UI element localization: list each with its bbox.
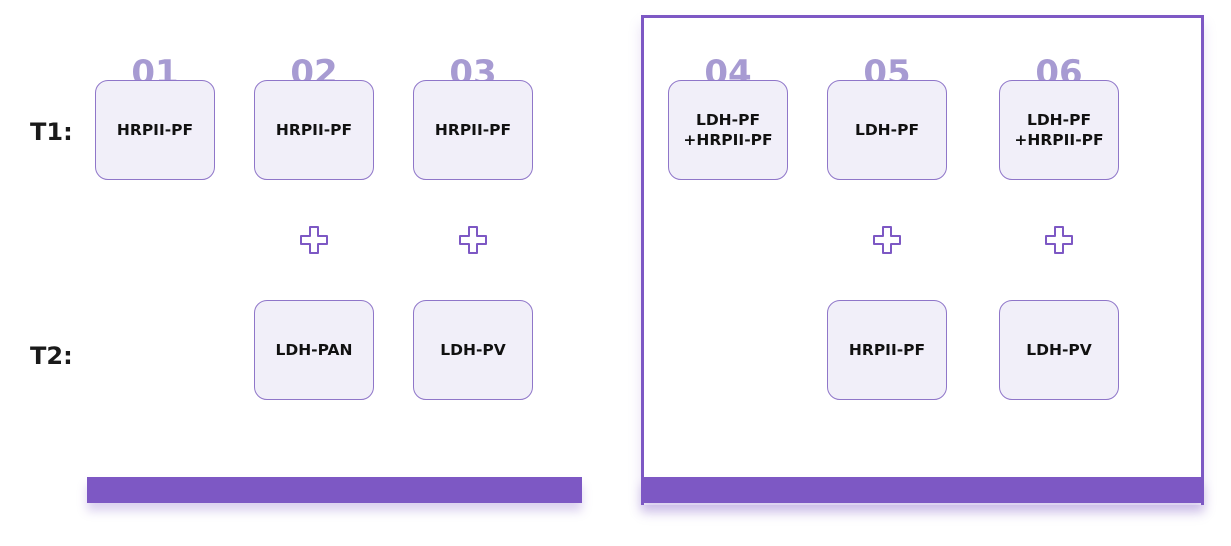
group-bar-right bbox=[641, 477, 1204, 503]
t2-box-05: HRPII-PF bbox=[827, 300, 947, 400]
group-bar-left bbox=[87, 477, 582, 503]
row-label-t1: T1: bbox=[30, 118, 73, 146]
plus-outline-icon bbox=[873, 226, 901, 254]
t1-box-06: LDH-PF +HRPII-PF bbox=[999, 80, 1119, 180]
row-label-t2: T2: bbox=[30, 342, 73, 370]
t2-box-03: LDH-PV bbox=[413, 300, 533, 400]
t1-box-04: LDH-PF +HRPII-PF bbox=[668, 80, 788, 180]
t1-box-03: HRPII-PF bbox=[413, 80, 533, 180]
plus-outline-icon bbox=[300, 226, 328, 254]
t1-box-05: LDH-PF bbox=[827, 80, 947, 180]
t1-box-01: HRPII-PF bbox=[95, 80, 215, 180]
t1-box-02: HRPII-PF bbox=[254, 80, 374, 180]
t2-box-06: LDH-PV bbox=[999, 300, 1119, 400]
t2-box-02: LDH-PAN bbox=[254, 300, 374, 400]
plus-outline-icon bbox=[1045, 226, 1073, 254]
plus-outline-icon bbox=[459, 226, 487, 254]
group-frame-right bbox=[641, 15, 1204, 505]
